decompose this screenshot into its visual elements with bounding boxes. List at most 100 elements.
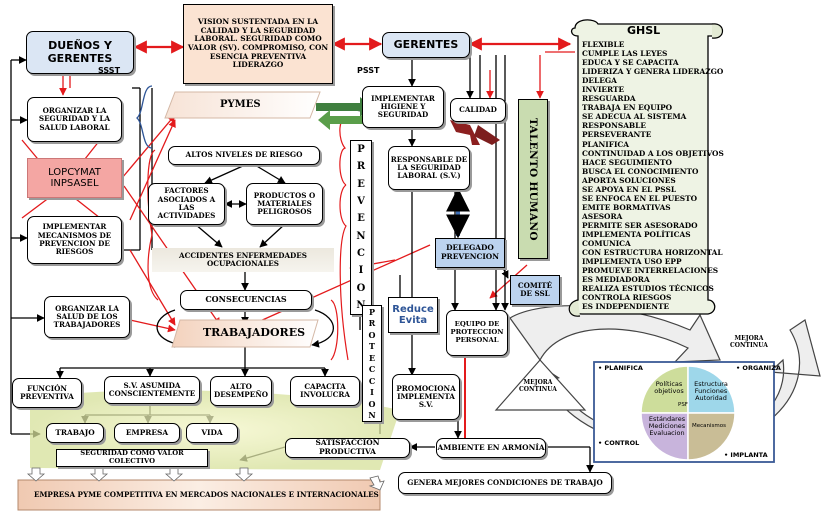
satisfaccion-label: SATISFACCIÓN PRODUCTIVA	[315, 438, 380, 456]
sv-asumida-box: S.V. ASUMIDA CONSCIENTEMENTE	[104, 376, 200, 404]
organizar-seguridad-label: ORGANIZAR LA SEGURIDAD Y LA SALUD LABORA…	[38, 106, 111, 132]
productos-box: PRODUCTOS O MATERIALES PELIGROSOS	[246, 183, 323, 225]
lopcymat-box: LOPCYMAT INPSASEL	[27, 158, 122, 198]
ambiente-box: AMBIENTE EN ARMONÍA	[436, 438, 546, 458]
cycle-mecanismos: Mecanismos	[692, 423, 726, 429]
ghsl-item: PERMITE SER ASESORADO	[582, 220, 698, 230]
trabajo-box: TRABAJO	[46, 423, 104, 443]
cycle-organiza: • ORGANIZA	[736, 364, 781, 372]
ghsl-item: SE APOYA EN EL PSSL	[582, 184, 677, 194]
implementar-hs-box: IMPLEMENTAR HIGIENE Y SEGURIDAD	[362, 86, 444, 128]
ghsl-item: CON ESTRUCTURA HORIZONTAL	[582, 248, 723, 258]
vida-box: VIDA	[186, 423, 238, 443]
alto-desempeno-label: ALTO DESEMPEÑO	[213, 381, 269, 399]
duenos-label: DUEÑOS Y GERENTES	[47, 38, 113, 65]
ghsl-item: ES INDEPENDIENTE	[582, 302, 670, 312]
proteccion-letter: C	[368, 375, 376, 386]
organizar-seguridad-box: ORGANIZAR LA SEGURIDAD Y LA SALUD LABORA…	[27, 97, 122, 142]
cycle-estructura: Estructura Funciones Autoridad	[694, 380, 728, 403]
factores-box: FACTORES ASOCIADOS A LAS ACTIVIDADES	[148, 183, 225, 225]
prevencion-letter: C	[357, 247, 365, 259]
accidentes-label: ACCIDENTES ENFERMEDADES OCUPACIONALES	[179, 250, 307, 268]
capacita-label: CAPACITA INVOLUCRA	[300, 381, 350, 399]
ghsl-item: RESGUARDA	[582, 94, 636, 104]
implementar-mecanismos-box: IMPLEMENTAR MECANISMOS DE PREVENCION DE …	[27, 216, 122, 264]
ambiente-label: AMBIENTE EN ARMONÍA	[437, 442, 545, 452]
empresa-pyme-label: EMPRESA PYME COMPETITIVA EN MERCADOS NAC…	[34, 490, 379, 499]
responsable-box: RESPONSABLE DE LA SEGURIDAD LABORAL (S.V…	[388, 146, 470, 190]
consecuencias-box: CONSECUENCIAS	[180, 290, 312, 310]
blue-brace	[136, 85, 153, 149]
proteccion-letter: O	[368, 398, 376, 409]
ghsl-item: ES MEDIADORA	[582, 275, 650, 285]
mejora-triangle	[494, 359, 587, 411]
ghsl-item: SE ENFOCA EN EL PUESTO	[582, 193, 698, 203]
trabajadores-label: TRABAJADORES	[203, 326, 306, 339]
organizar-salud-label: ORGANIZAR LA SALUD DE LOS TRABAJADORES	[53, 303, 121, 330]
ghsl-item: DELEGA	[582, 76, 617, 86]
responsable-label: RESPONSABLE DE LA SEGURIDAD LABORAL (S.V…	[390, 154, 468, 181]
mejora-continua-bottom-label: MEJORA CONTINUA	[519, 379, 557, 393]
prevencion-letter: N	[356, 299, 366, 311]
empresa-box: EMPRESA	[114, 423, 180, 443]
down-arrows	[26, 467, 385, 491]
prevencion-letter: P	[357, 144, 365, 156]
consecuencias-label: CONSECUENCIAS	[205, 294, 287, 305]
ghsl-item: SE ADECUA AL SISTEMA	[582, 112, 687, 122]
ghsl-item: PLANIFICA	[582, 139, 630, 149]
ghsl-item: RESPONSABLE	[582, 121, 647, 131]
ghsl-item: HACE SEGUIMIENTO	[582, 157, 672, 167]
cycle-politicas: Políticas objetivos	[654, 380, 684, 396]
gerentes-label: GERENTES	[393, 37, 459, 51]
productos-label: PRODUCTOS O MATERIALES PELIGROSOS	[253, 190, 316, 217]
ghsl-item: ASESORA	[582, 211, 623, 221]
ghsl-item: EMITE BORMATIVAS	[582, 202, 671, 212]
delegado-label: DELEGADO PREVENCION	[441, 243, 499, 261]
altos-niveles-label: ALTOS NIVELES DE RIESGO	[185, 150, 303, 160]
equipo-label: EQUIPO DE PROTECCION PERSONAL	[450, 320, 504, 344]
ghsl-item: PROMUEVE INTERRELACIONES	[582, 266, 719, 276]
vision-label: VISION SUSTENTADA EN LA CALIDAD Y LA SEG…	[187, 17, 329, 70]
reduce-evita-box: Reduce Evita	[388, 297, 438, 333]
ghsl-item: INVIERTE	[582, 85, 625, 95]
lopcymat-label: LOPCYMAT INPSASEL	[48, 166, 101, 190]
ghsl-item: FLEXIBLE	[582, 40, 625, 49]
promociona-box: PROMOCIONA IMPLEMENTA S.V.	[392, 374, 460, 420]
ghsl-scroll	[570, 19, 720, 315]
ghsl-item: CUMPLE LAS LEYES	[582, 49, 668, 59]
calidad-label: CALIDAD	[459, 104, 497, 114]
genera-label: GENERA MEJORES CONDICIONES DE TRABAJO	[407, 477, 603, 487]
ghsl-item: CONTROLA RIESGOS	[582, 293, 672, 303]
prevencion-letter: V	[357, 196, 365, 208]
comite-label: COMITÉ DE SSL	[517, 280, 553, 298]
talento-humano-label: TALENTO HUMANO	[527, 117, 540, 241]
mejora-continua-bottom: MEJORA CONTINUA	[518, 379, 558, 393]
prevencion-letter: E	[357, 178, 365, 190]
funcion-preventiva-label: FUNCIÓN PREVENTIVA	[20, 383, 74, 401]
seguridad-colectivo-label: SEGURIDAD COMO VALOR COLECTIVO	[80, 449, 184, 465]
ghsl-item: IMPLEMENTA POLÍTICAS	[582, 229, 691, 239]
prevencion-letter: O	[356, 282, 366, 294]
ghsl-item: LIDERIZA Y GENERA LIDERAZGO	[582, 67, 724, 77]
promociona-label: PROMOCIONA IMPLEMENTA S.V.	[396, 383, 456, 410]
psst-label: PSST	[357, 66, 380, 75]
proteccion-letter: R	[368, 318, 376, 329]
pymes-label: PYMES	[220, 99, 261, 110]
ghsl-item: APORTA SOLUCIONES	[582, 175, 676, 185]
mejora-continua-top: MEJORA CONTINUA	[728, 335, 770, 349]
ghsl-item: BUSCA EL CONOCIMIENTO	[582, 166, 699, 176]
reduce-evita-label: Reduce Evita	[392, 303, 434, 327]
accidentes-box: ACCIDENTES ENFERMEDADES OCUPACIONALES	[152, 248, 334, 272]
proteccion-letter: O	[368, 329, 376, 340]
cycle-planifica: • PLANIFICA	[598, 364, 643, 372]
cycle-implanta: • IMPLANTA	[724, 451, 768, 459]
implementar-hs-label: IMPLEMENTAR HIGIENE Y SEGURIDAD	[371, 93, 435, 120]
proteccion-letter: T	[369, 341, 375, 352]
ssst-label: SSST	[98, 66, 121, 75]
sv-asumida-label: S.V. ASUMIDA CONSCIENTEMENTE	[108, 380, 196, 398]
proteccion-letter: E	[368, 352, 376, 363]
vida-label: VIDA	[201, 427, 223, 437]
green-arrow-pymes-2	[318, 110, 372, 130]
